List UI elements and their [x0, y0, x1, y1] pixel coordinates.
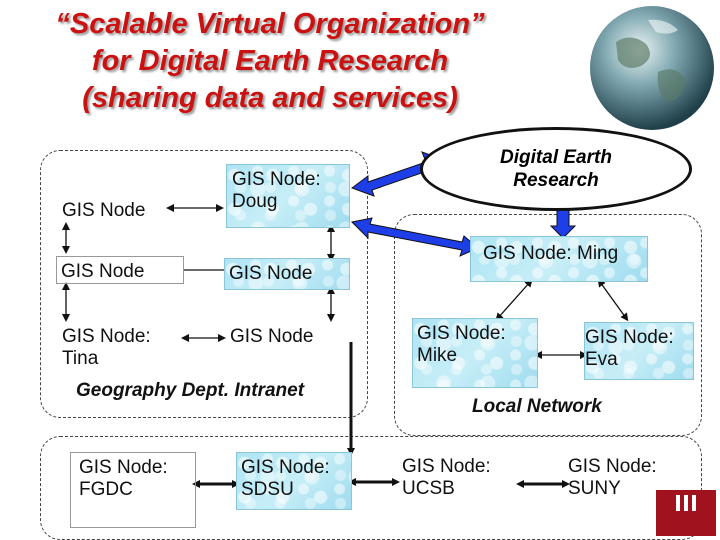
gis-node-ming: GIS Node: Ming — [470, 236, 648, 282]
local-network-region — [394, 214, 702, 436]
digital-earth-line-2: Research — [513, 170, 599, 191]
page-title: “Scalable Virtual Organization” for Digi… — [0, 6, 540, 117]
gis-node-doug: GIS Node: Doug — [226, 164, 350, 228]
blue-arrow-doug-ming — [350, 217, 479, 257]
gis-node-1: GIS Node — [62, 200, 146, 221]
local-network-label: Local Network — [472, 396, 602, 417]
digital-earth-line-1: Digital Earth — [500, 147, 612, 168]
globe-icon — [590, 6, 714, 130]
gis-node-fgdc: GIS Node: FGDC — [70, 452, 196, 528]
gis-node-2: GIS Node — [56, 256, 184, 284]
gis-node-3: GIS Node — [224, 258, 350, 290]
gis-node-4: GIS Node — [230, 326, 314, 347]
university-logo-icon — [656, 490, 716, 536]
gis-node-mike: GIS Node: Mike — [412, 318, 538, 388]
digital-earth-research-node: Digital Earth Research — [420, 127, 692, 211]
gis-node-tina: GIS Node: Tina — [62, 326, 151, 369]
title-line-1: “Scalable Virtual Organization” — [55, 8, 485, 40]
gis-node-suny: GIS Node: SUNY — [568, 456, 657, 499]
gis-node-sdsu: GIS Node: SDSU — [236, 452, 352, 510]
title-line-3: (sharing data and services) — [82, 82, 458, 114]
gis-node-ucsb: GIS Node: UCSB — [402, 456, 491, 499]
gis-node-eva: GIS Node: Eva — [584, 322, 694, 380]
title-line-2: for Digital Earth Research — [91, 45, 449, 77]
geography-intranet-region — [40, 150, 368, 418]
geography-intranet-label: Geography Dept. Intranet — [76, 380, 305, 401]
link-ming-eva — [597, 278, 629, 322]
link-ming-mike — [495, 279, 533, 321]
